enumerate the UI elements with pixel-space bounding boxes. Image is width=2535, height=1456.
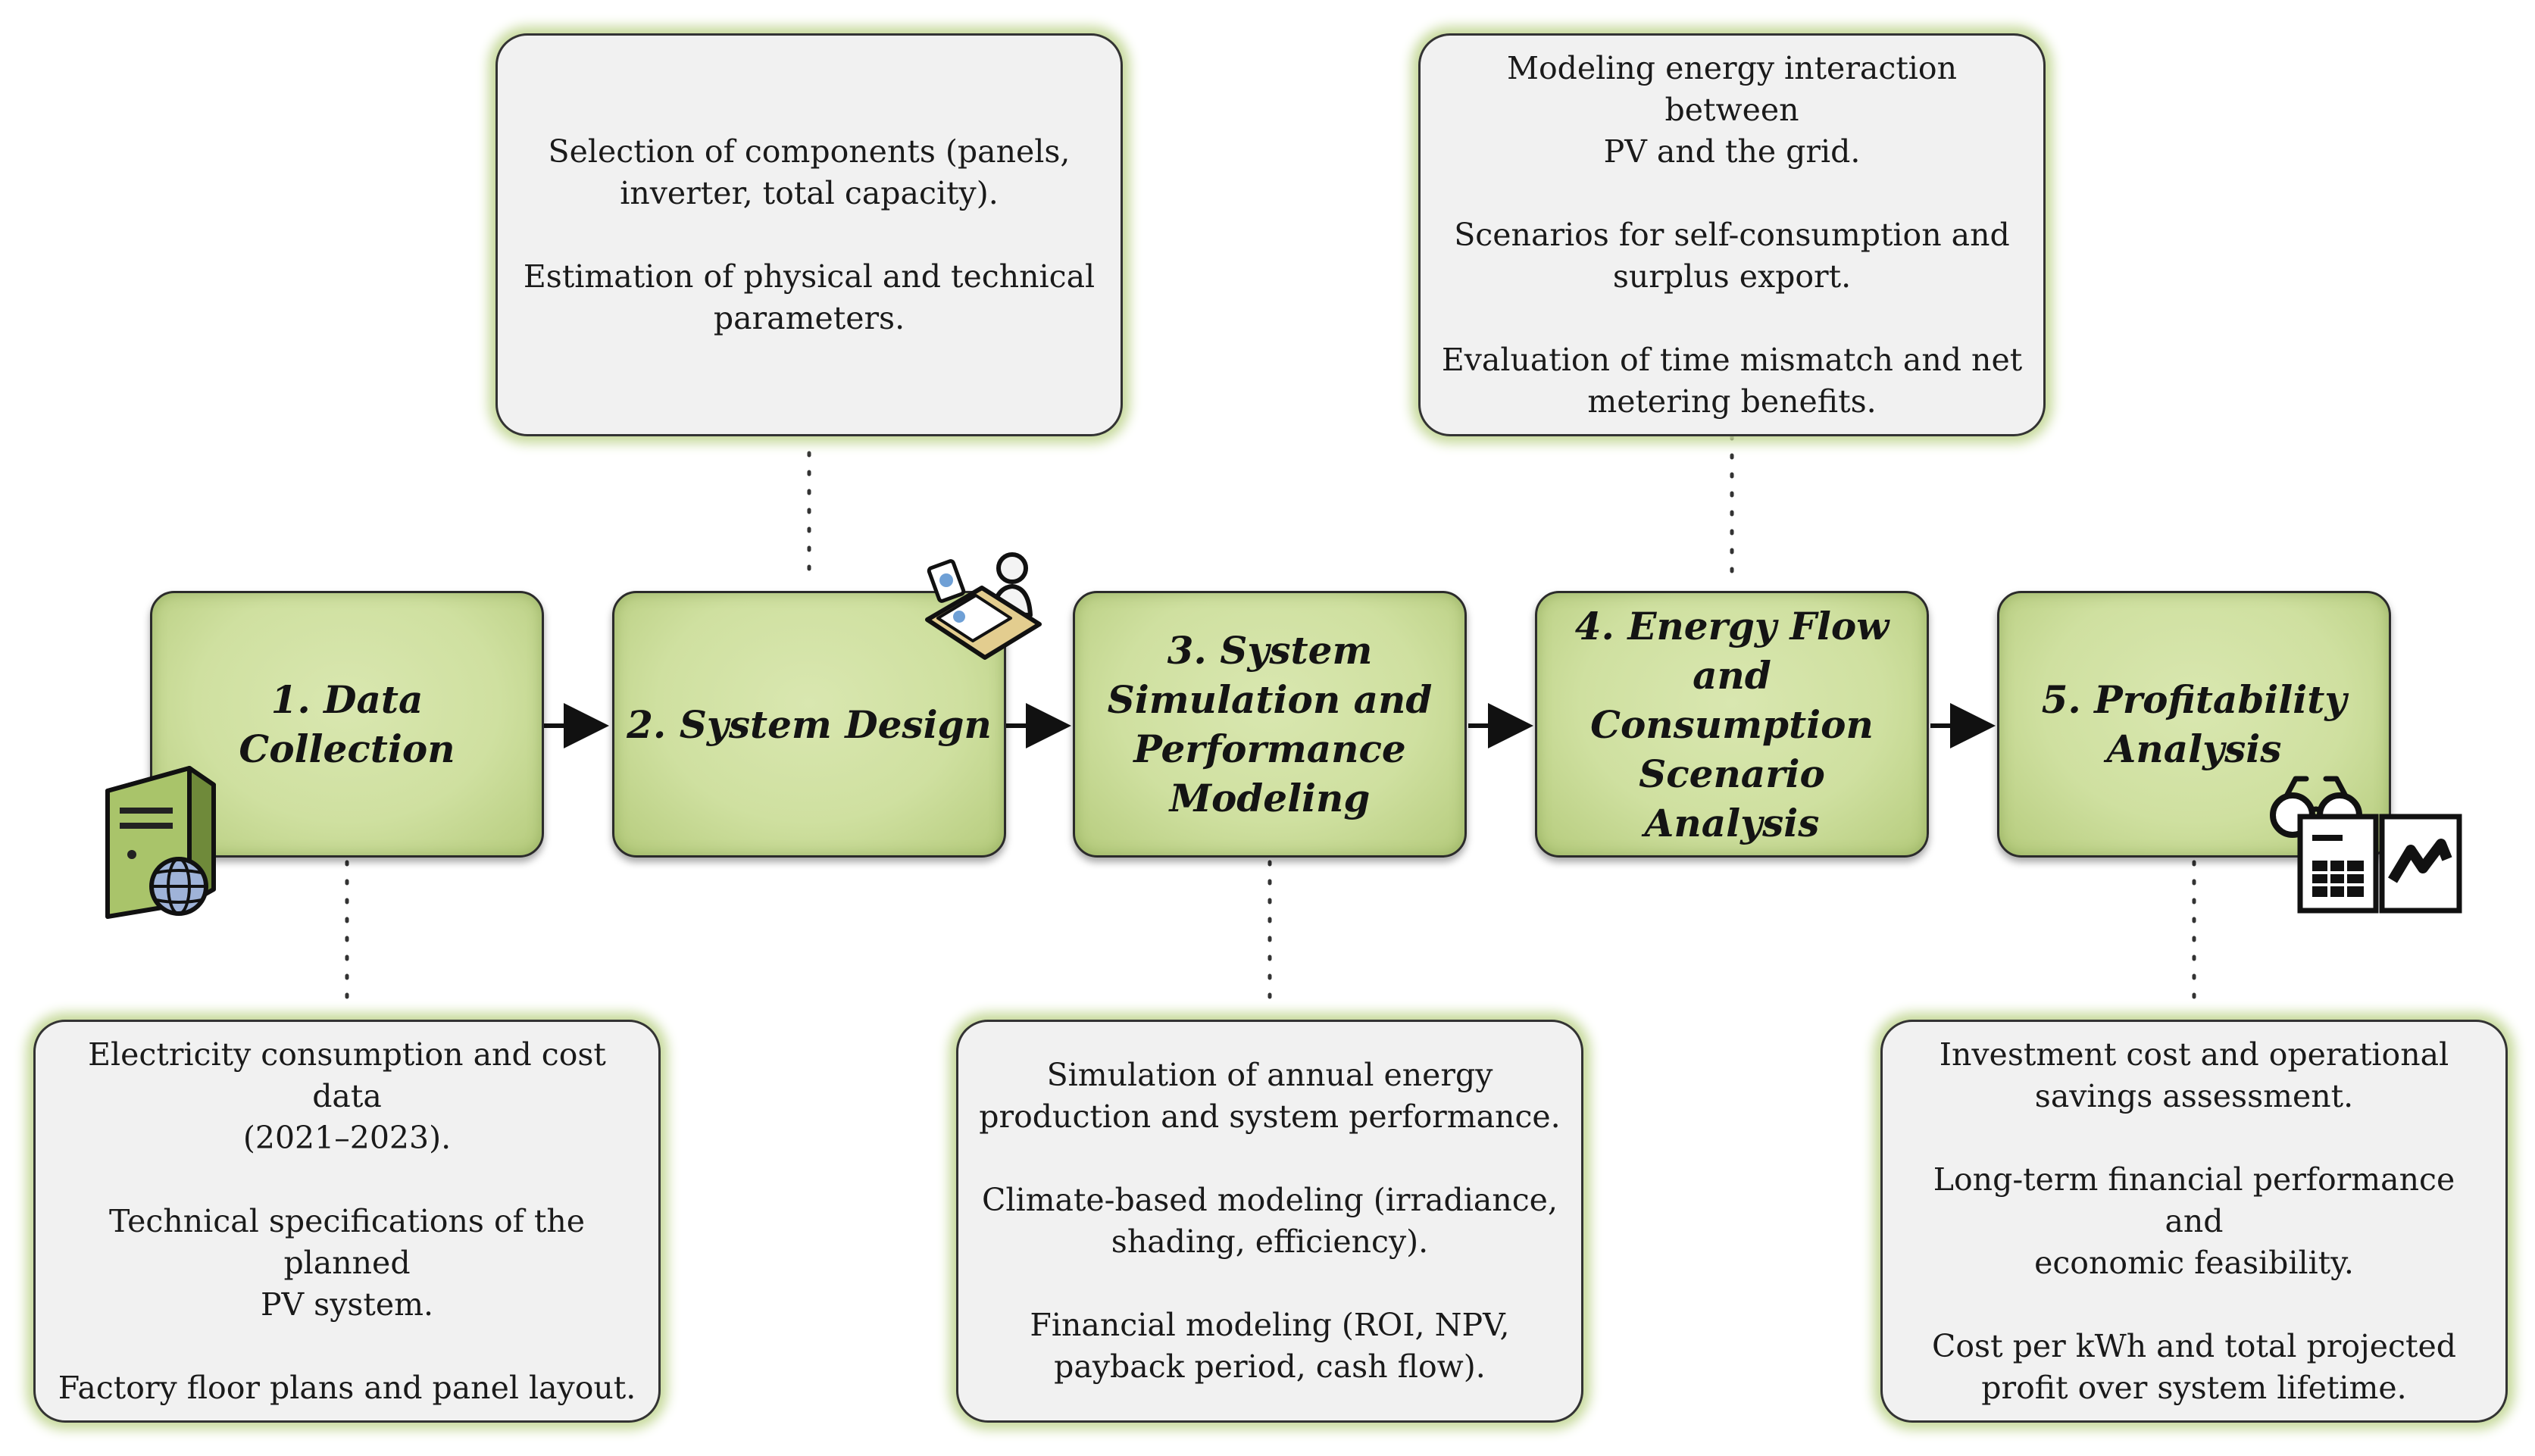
spreadsheet-icon <box>2297 814 2379 914</box>
step-profitability-analysis: 5. Profitability Analysis <box>1997 591 2391 858</box>
step-label: 2. System Design <box>627 701 992 747</box>
note-text: Technical specifications of the planned … <box>108 1202 586 1323</box>
note-text: Cost per kWh and total projected profit … <box>1932 1327 2456 1406</box>
note-text: Electricity consumption and cost data (2… <box>88 1036 606 1156</box>
note-text: Selection of components (panels, inverte… <box>548 133 1071 211</box>
note-text: Financial modeling (ROI, NPV, payback pe… <box>1030 1307 1510 1385</box>
note-text: Simulation of annual energy production a… <box>979 1057 1561 1135</box>
data-collection-note: Electricity consumption and cost data (2… <box>33 1020 661 1423</box>
step-energy-flow-analysis: 4. Energy Flow and Consumption Scenario … <box>1535 591 1929 858</box>
system-design-note: Selection of components (panels, inverte… <box>495 33 1123 436</box>
step-label: 4. Energy Flow and Consumption Scenario … <box>1574 603 1890 845</box>
note-text: Evaluation of time mismatch and net mete… <box>1441 341 2023 420</box>
note-text: Modeling energy interaction between PV a… <box>1507 49 1957 170</box>
note-text: Long-term financial performance and econ… <box>1933 1161 2455 1281</box>
server-globe-icon <box>105 766 216 919</box>
step-simulation-modeling: 3. System Simulation and Performance Mod… <box>1073 591 1467 858</box>
step-label: 3. System Simulation and Performance Mod… <box>1107 628 1433 820</box>
step-system-design: 2. System Design <box>612 591 1006 858</box>
step-label: 1. Data Collection <box>239 677 455 771</box>
note-text: Climate-based modeling (irradiance, shad… <box>982 1182 1558 1260</box>
note-text: Factory floor plans and panel layout. <box>58 1369 636 1406</box>
note-text: Scenarios for self-consumption and surpl… <box>1454 216 2010 295</box>
line-chart-icon <box>2379 814 2462 914</box>
step-label: 5. Profitability Analysis <box>2041 677 2347 771</box>
note-text: Estimation of physical and technical par… <box>523 258 1096 336</box>
profitability-note: Investment cost and operational savings … <box>1880 1020 2508 1423</box>
energy-flow-note: Modeling energy interaction between PV a… <box>1418 33 2046 436</box>
designer-at-desk-icon <box>925 552 1042 660</box>
note-text: Investment cost and operational savings … <box>1939 1036 2449 1114</box>
simulation-note: Simulation of annual energy production a… <box>956 1020 1583 1423</box>
